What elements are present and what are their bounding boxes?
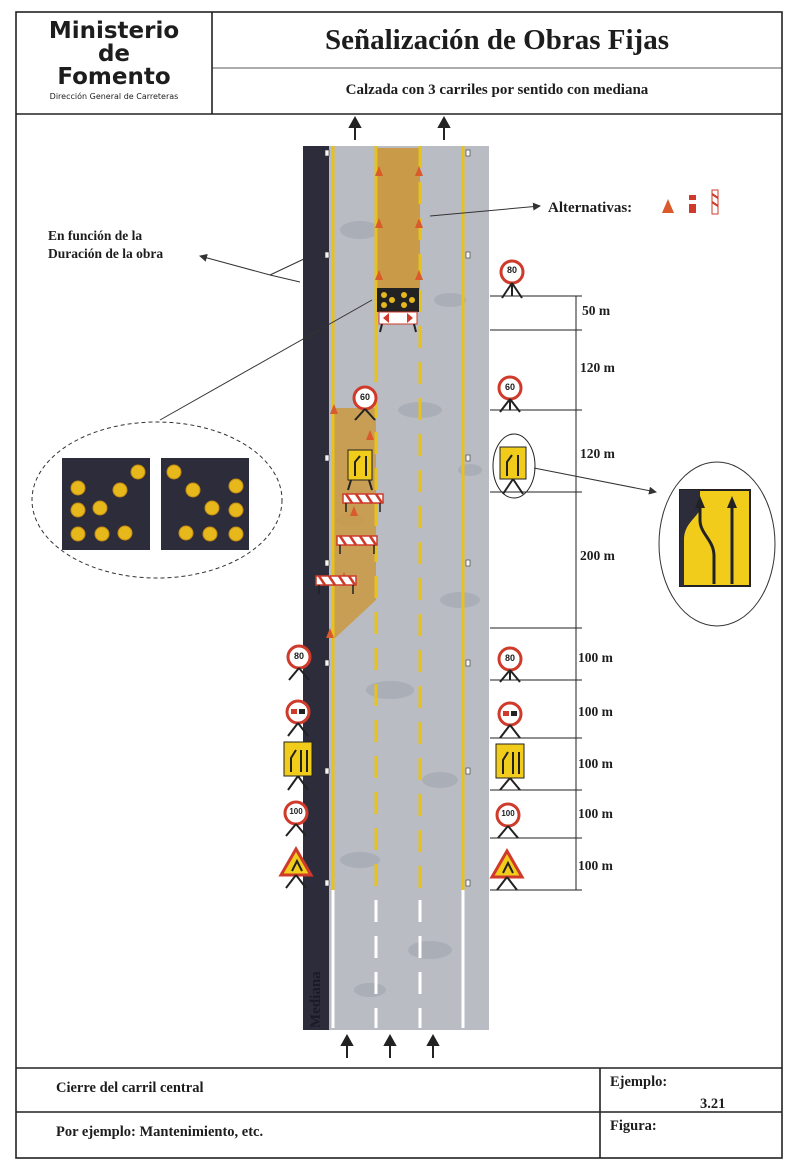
speed-sign-60-right-text: 60 bbox=[504, 382, 515, 392]
speed-sign-80-right-text: 80 bbox=[504, 653, 515, 663]
chevron-barriers bbox=[315, 493, 384, 594]
arrow-board-detail bbox=[31, 421, 283, 579]
distance-scale bbox=[490, 295, 582, 891]
speed-sign-100-right-text: 100 bbox=[501, 809, 515, 818]
footer-description: Cierre del carril central bbox=[56, 1080, 204, 1096]
no-overtaking-sign-right bbox=[497, 701, 523, 739]
roadway bbox=[303, 146, 489, 1030]
road-studs bbox=[324, 149, 471, 887]
alternative-devices bbox=[662, 189, 719, 215]
right-side-signs bbox=[489, 259, 536, 891]
arrow-board-vehicle bbox=[377, 288, 419, 333]
roadworks-warning-sign-left bbox=[278, 845, 314, 889]
example-label: Ejemplo: bbox=[610, 1074, 668, 1090]
speed-sign-80-left-text: 80 bbox=[293, 651, 304, 661]
footer-example-note: Por ejemplo: Mantenimiento, etc. bbox=[56, 1124, 264, 1140]
distance-label-5: 100 m bbox=[578, 650, 613, 665]
distance-label-4: 200 m bbox=[580, 548, 615, 563]
roadworks-warning-sign-right bbox=[489, 847, 525, 891]
leader-lines bbox=[159, 202, 657, 495]
work-zone-taper bbox=[333, 408, 376, 640]
cone-icons bbox=[326, 166, 423, 638]
left-side-signs bbox=[278, 385, 378, 889]
distance-label-3: 120 m bbox=[580, 446, 615, 461]
ministry-logo: Ministerio de Fomento Dirección General … bbox=[18, 14, 210, 112]
speed-sign-100-left-text: 100 bbox=[289, 807, 303, 816]
lane-diversion-sign-taper bbox=[347, 449, 373, 491]
org-line-1: Ministerio bbox=[48, 18, 180, 44]
distance-label-7: 100 m bbox=[578, 756, 613, 771]
no-overtaking-sign-left bbox=[285, 699, 311, 737]
figure-label: Figura: bbox=[610, 1118, 657, 1134]
speed-limit-60-sign-taper bbox=[352, 385, 378, 421]
sheet-frame bbox=[15, 11, 783, 1159]
page-subtitle: Calzada con 3 carriles por sentido con m… bbox=[345, 82, 649, 98]
alternatives-label: Alternativas: bbox=[548, 200, 633, 216]
distance-label-6: 100 m bbox=[578, 704, 613, 719]
median-strip bbox=[303, 146, 329, 1030]
traffic-direction-arrows bbox=[340, 115, 451, 1058]
speed-sign-80-upper-text: 80 bbox=[506, 265, 517, 275]
speed-limit-100-sign-right bbox=[495, 802, 521, 839]
work-zone-closed-lane bbox=[376, 148, 420, 310]
duration-note-line-2: Duración de la obra bbox=[48, 246, 164, 261]
example-number: 3.21 bbox=[700, 1096, 726, 1112]
org-line-2: de bbox=[97, 41, 131, 67]
lane-reduction-sign-right bbox=[495, 743, 525, 791]
distance-label-1: 50 m bbox=[582, 303, 611, 318]
lane-diversion-detail bbox=[658, 461, 776, 627]
duration-note-line-1: En función de la bbox=[48, 228, 143, 243]
org-line-3: Fomento bbox=[57, 64, 171, 90]
speed-limit-80-sign-left bbox=[286, 644, 312, 681]
org-subtitle: Dirección General de Carreteras bbox=[49, 92, 179, 101]
speed-limit-80-sign-lower-right bbox=[497, 646, 523, 683]
distance-label-8: 100 m bbox=[578, 806, 613, 821]
speed-limit-60-sign-right bbox=[497, 375, 523, 413]
lane-reduction-sign-left bbox=[283, 741, 313, 791]
speed-limit-80-sign-upper bbox=[499, 259, 525, 299]
distance-label-9: 100 m bbox=[578, 858, 613, 873]
speed-limit-100-sign-left bbox=[283, 800, 309, 837]
page-title: Señalización de Obras Fijas bbox=[325, 24, 669, 56]
median-label: Mediana bbox=[308, 971, 324, 1028]
lane-diversion-sign-right bbox=[492, 433, 536, 499]
speed-sign-60-taper-text: 60 bbox=[359, 392, 370, 402]
distance-label-2: 120 m bbox=[580, 360, 615, 375]
